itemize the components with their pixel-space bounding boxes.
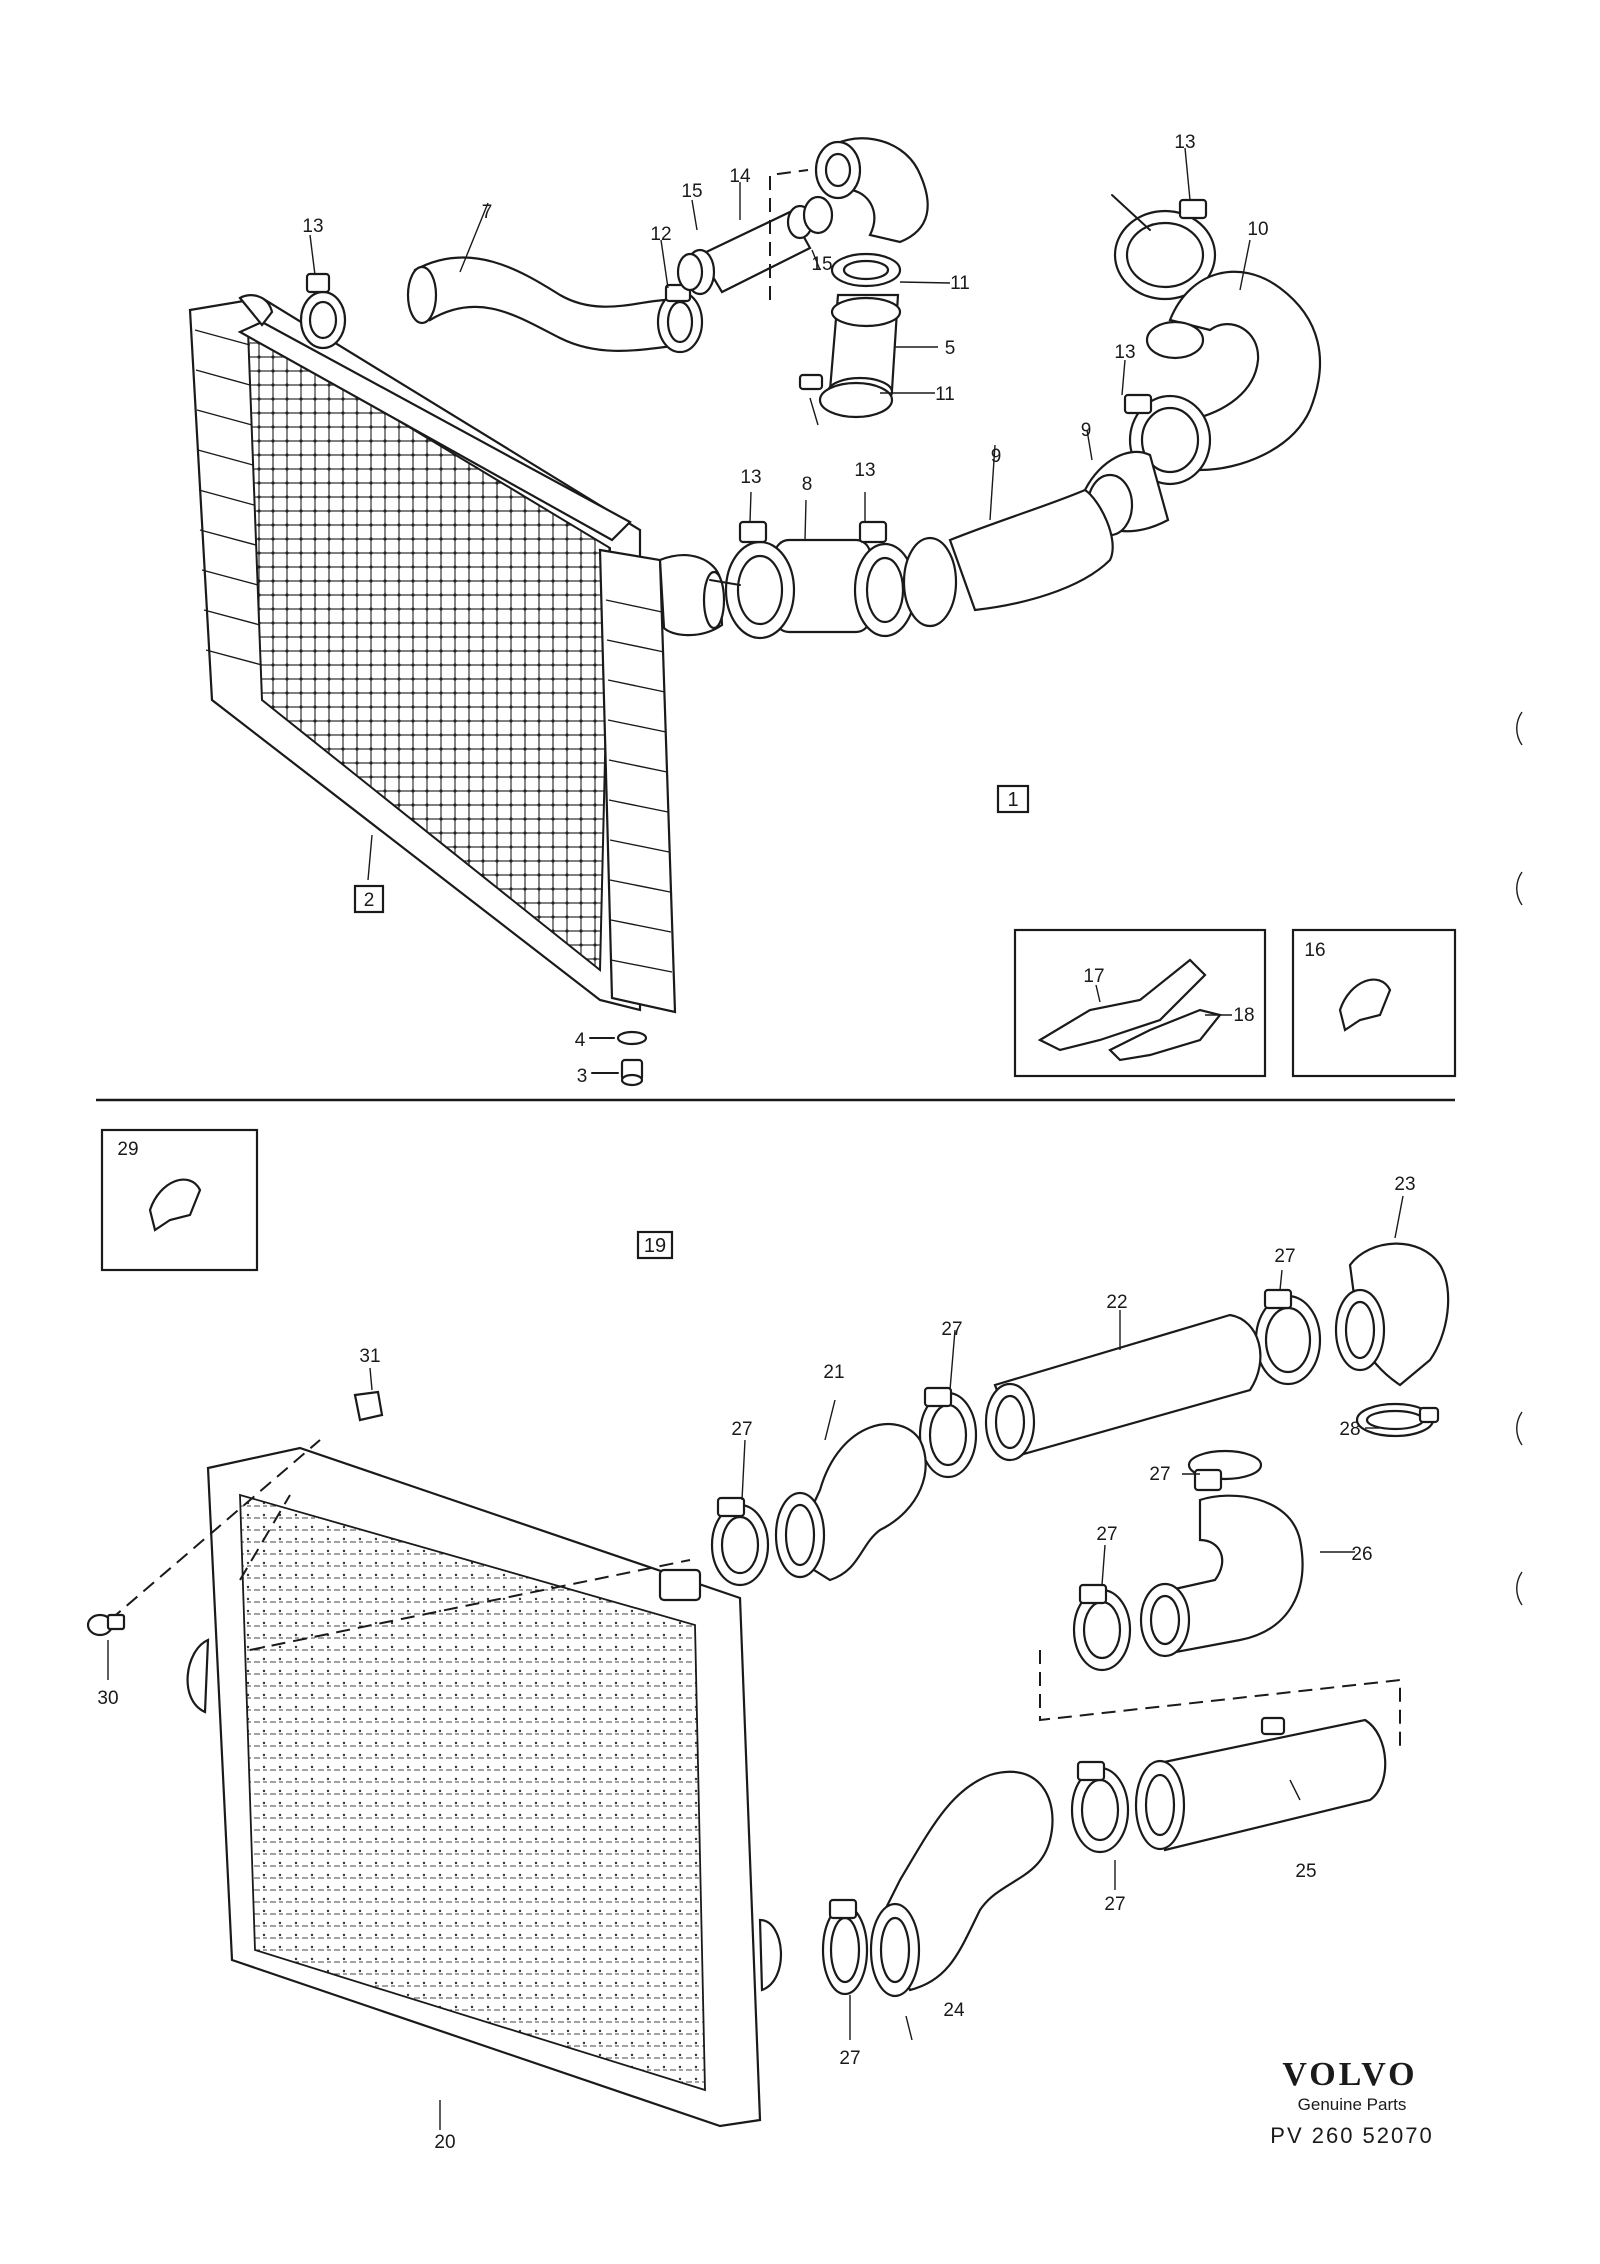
part-number: PV 260 52070 [1270, 2123, 1433, 2148]
callout-27d: 27 [1149, 1464, 1170, 1485]
inset-box-29: 29 [100, 1128, 259, 1272]
callout-27f: 27 [1104, 1894, 1125, 1915]
callout-14: 14 [729, 166, 751, 187]
clamp-13-top-right [1111, 194, 1217, 301]
lower-assembly: 29 19 [86, 1128, 1450, 2153]
inset-box-16: 16 [1291, 928, 1457, 1078]
callout-2: 2 [364, 890, 375, 911]
callout-9b: 9 [991, 446, 1002, 467]
inset-label-16: 16 [1304, 940, 1325, 961]
callout-21: 21 [823, 1362, 844, 1383]
callout-20: 20 [434, 2132, 455, 2153]
callout-15a: 15 [681, 181, 702, 202]
callout-30: 30 [97, 1688, 118, 1709]
clamp-13-left [299, 272, 347, 350]
margin-marks [1516, 711, 1523, 1606]
inset-label-17: 17 [1083, 966, 1104, 987]
volvo-logo: VOLVO [1282, 2056, 1417, 2093]
callout-27g: 27 [839, 2048, 860, 2069]
pipe-25 [1148, 1718, 1387, 1852]
upper-assembly: 2 3 4 5 7 8 9 9 10 11 11 12 13 13 13 13 … [188, 132, 1457, 1087]
callout-27e: 27 [1096, 1524, 1117, 1545]
intercooler-upper [188, 294, 726, 1014]
hose-10 [1168, 270, 1322, 472]
callout-15b: 15 [811, 254, 832, 275]
callout-28: 28 [1339, 1419, 1360, 1440]
callout-11b: 11 [935, 384, 955, 405]
clamp-12 [656, 283, 704, 354]
callout-27b: 27 [941, 1319, 962, 1340]
callout-4: 4 [575, 1030, 586, 1051]
brand-subtitle: Genuine Parts [1298, 2095, 1407, 2114]
callout-13a: 13 [302, 216, 323, 237]
callout-9a: 9 [1081, 420, 1092, 441]
hose-24 [878, 1770, 1054, 1992]
pipe-22 [993, 1313, 1262, 1457]
callouts-upper: 2 3 4 5 7 8 9 9 10 11 11 12 13 13 13 13 … [302, 132, 1268, 1087]
callout-11a: 11 [950, 273, 970, 294]
callout-8: 8 [802, 474, 813, 495]
callout-10: 10 [1247, 219, 1268, 240]
callout-22: 22 [1106, 1292, 1127, 1313]
inset-box-17-18: 17 18 [1013, 928, 1267, 1078]
hose-9 [948, 488, 1114, 612]
callout-12: 12 [650, 224, 671, 245]
hose-7 [413, 256, 682, 352]
callouts-lower: 20 21 22 23 24 25 26 27 27 27 27 27 27 2… [97, 1174, 1415, 2153]
callout-3: 3 [577, 1066, 588, 1087]
callout-13e: 13 [854, 460, 875, 481]
callout-13d: 13 [740, 467, 761, 488]
inset-label-29: 29 [117, 1139, 138, 1160]
bolt-30 [86, 1439, 321, 1637]
callout-13c: 13 [1114, 342, 1135, 363]
clip-31 [353, 1367, 384, 1422]
callout-13b: 13 [1174, 132, 1195, 153]
callout-31: 31 [359, 1346, 380, 1367]
callout-23: 23 [1394, 1174, 1415, 1195]
callout-25: 25 [1295, 1861, 1316, 1882]
callout-26: 26 [1351, 1544, 1372, 1565]
callout-27c: 27 [731, 1419, 752, 1440]
branding: VOLVO Genuine Parts PV 260 52070 [1270, 2056, 1433, 2148]
coupling-8 [709, 520, 958, 640]
inset-label-18: 18 [1233, 1005, 1254, 1026]
callout-24: 24 [943, 2000, 965, 2021]
leader-lines-upper [309, 147, 1251, 881]
callout-27a: 27 [1274, 1246, 1295, 1267]
bolt-and-washer [589, 1030, 648, 1087]
group-label-19: 19 [644, 1235, 666, 1257]
callout-5: 5 [945, 338, 956, 359]
leader-lines-lower [107, 1269, 1380, 2130]
intercooler-lower [186, 1446, 783, 2128]
pipe-5 [798, 252, 902, 419]
group-label-1: 1 [1007, 789, 1018, 811]
hose-14 [698, 210, 812, 294]
callout-7: 7 [482, 202, 493, 223]
